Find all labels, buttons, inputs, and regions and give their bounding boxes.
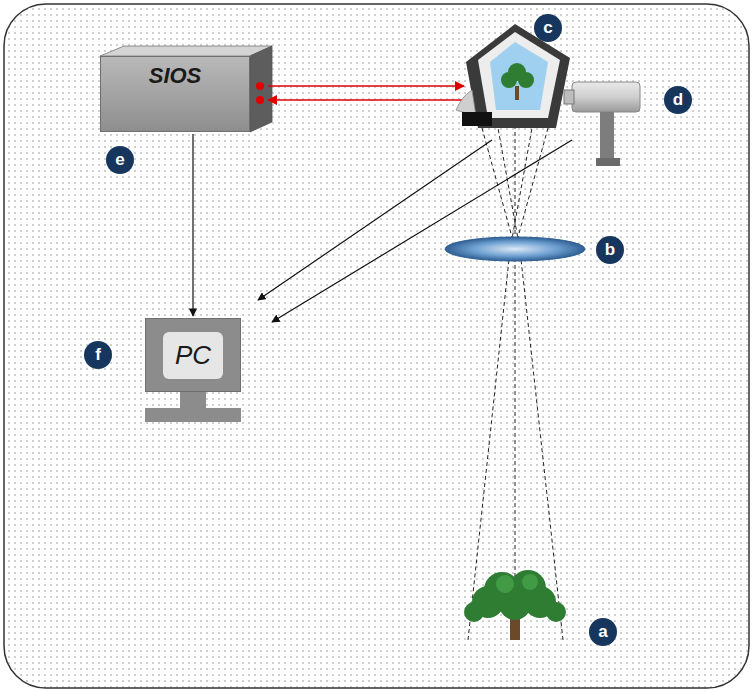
callout-number: e — [106, 146, 134, 174]
data-arrow — [192, 134, 193, 316]
computer-monitor: PC — [145, 318, 241, 392]
laser-beam — [268, 85, 464, 87]
ground — [4, 4, 749, 688]
mount — [462, 112, 492, 126]
signal-arrow — [272, 140, 572, 322]
callout-number: c — [534, 14, 562, 42]
tree-image — [515, 86, 519, 100]
callout-number: f — [84, 341, 112, 369]
optical-rays — [468, 128, 563, 640]
camera-body — [572, 82, 640, 112]
tree-image — [501, 63, 534, 88]
laser-port — [256, 96, 264, 104]
callout-number: d — [664, 86, 692, 114]
lens — [445, 237, 585, 261]
monitor-stand — [180, 392, 206, 408]
ground-border — [4, 4, 749, 688]
monitor-base — [145, 408, 241, 422]
device-label: SIOS — [145, 63, 206, 89]
device-box: SIOS — [100, 56, 250, 132]
callout-number: a — [589, 618, 617, 646]
camera-stand — [600, 112, 614, 160]
tree — [464, 570, 566, 622]
signal-arrow — [258, 140, 492, 300]
mirror-surface — [490, 42, 548, 110]
laser-port — [256, 82, 264, 90]
tree — [496, 574, 538, 593]
housing-frame — [478, 32, 560, 118]
camera-lens — [564, 90, 574, 104]
laser-beam — [268, 99, 464, 101]
camera-stand — [596, 158, 620, 166]
callout-number: b — [596, 236, 624, 264]
sios-top — [100, 46, 272, 56]
monitor-label: PC — [163, 332, 223, 379]
sios-end — [250, 46, 272, 132]
